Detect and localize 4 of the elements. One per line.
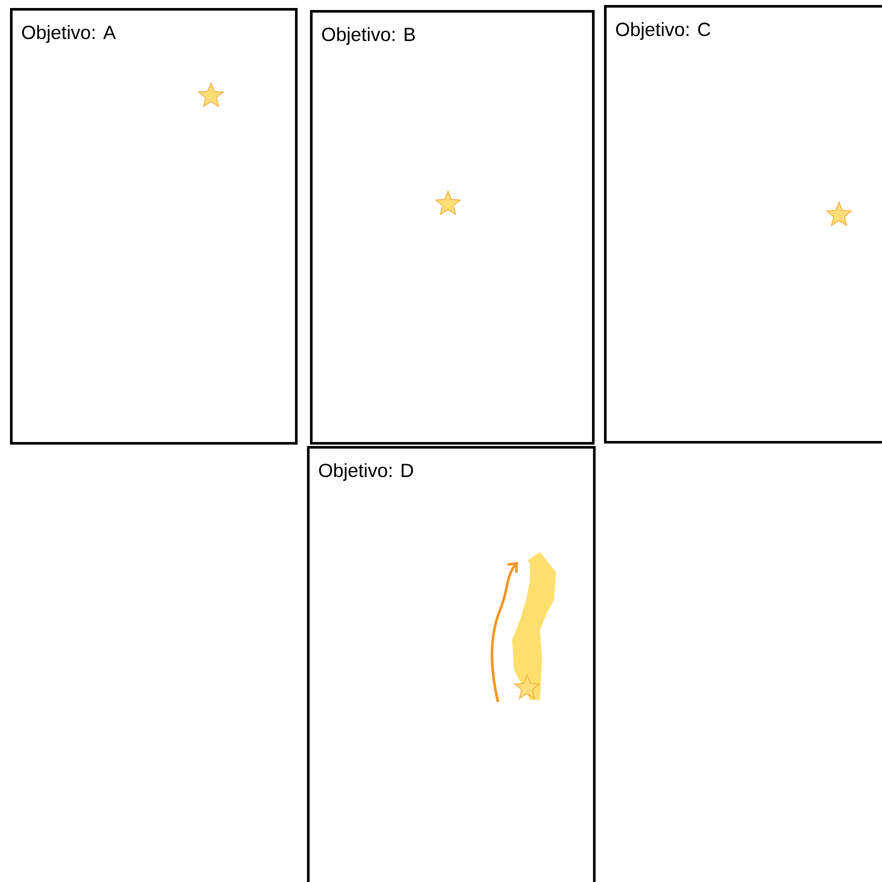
panel-heading: Objetivo: D xyxy=(319,463,414,481)
panel-heading: Objetivo: A xyxy=(22,25,116,43)
panel-heading: Objetivo: C xyxy=(616,22,710,40)
panel-heading: Objetivo: B xyxy=(322,27,415,45)
